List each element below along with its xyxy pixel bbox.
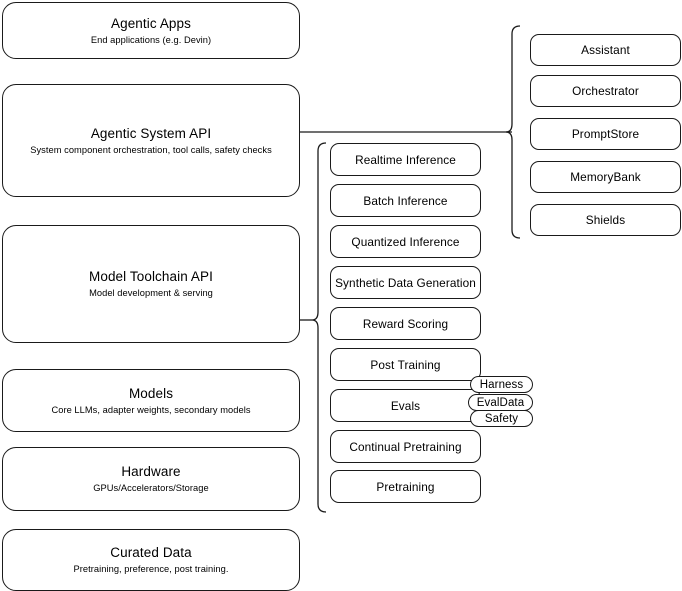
- system-item-promptstore[interactable]: PromptStore: [530, 118, 681, 150]
- layer-subtitle: Core LLMs, adapter weights, secondary mo…: [51, 404, 251, 415]
- toolchain-item-batch-inference[interactable]: Batch Inference: [330, 184, 481, 217]
- eval-pill-harness[interactable]: Harness: [470, 376, 533, 393]
- toolchain-item-reward-scoring[interactable]: Reward Scoring: [330, 307, 481, 340]
- eval-pill-label: Harness: [479, 378, 524, 391]
- item-label: Orchestrator: [572, 84, 639, 98]
- toolchain-item-realtime-inference[interactable]: Realtime Inference: [330, 143, 481, 176]
- item-label: Pretraining: [376, 479, 435, 494]
- system-item-shields[interactable]: Shields: [530, 204, 681, 236]
- item-label: Continual Pretraining: [349, 439, 462, 454]
- item-label: Quantized Inference: [351, 234, 460, 249]
- layer-title: Agentic Apps: [110, 15, 191, 31]
- item-label: MemoryBank: [570, 170, 641, 184]
- item-label: Assistant: [581, 43, 630, 57]
- layer-title: Hardware: [121, 464, 181, 479]
- eval-pill-label: Safety: [484, 412, 519, 425]
- system-item-orchestrator[interactable]: Orchestrator: [530, 75, 681, 107]
- layer-title: Curated Data: [110, 545, 192, 560]
- layer-subtitle: System component orchestration, tool cal…: [30, 144, 272, 155]
- item-label: Post Training: [370, 357, 441, 372]
- layer-box-model-toolchain-api[interactable]: Model Toolchain API Model development & s…: [2, 225, 300, 343]
- item-label: PromptStore: [571, 127, 640, 141]
- system-brace-icon: [505, 25, 521, 239]
- toolchain-item-evals[interactable]: Evals: [330, 389, 481, 422]
- eval-pill-label: EvalData: [476, 396, 525, 409]
- layer-subtitle: GPUs/Accelerators/Storage: [93, 483, 209, 493]
- toolchain-item-synthetic-data-generation[interactable]: Synthetic Data Generation: [330, 266, 481, 299]
- item-label: Evals: [390, 398, 421, 413]
- layer-title: Models: [128, 385, 174, 401]
- item-label: Synthetic Data Generation: [335, 275, 476, 290]
- item-label: Shields: [585, 213, 626, 227]
- toolchain-item-pretraining[interactable]: Pretraining: [330, 470, 481, 503]
- toolchain-brace-icon: [311, 142, 327, 513]
- item-label: Realtime Inference: [355, 152, 456, 167]
- system-item-memorybank[interactable]: MemoryBank: [530, 161, 681, 193]
- layer-subtitle: End applications (e.g. Devin): [90, 34, 212, 45]
- eval-pill-evaldata[interactable]: EvalData: [468, 394, 533, 411]
- system-item-assistant[interactable]: Assistant: [530, 34, 681, 66]
- layer-subtitle: Pretraining, preference, post training.: [73, 564, 229, 574]
- toolchain-item-post-training[interactable]: Post Training: [330, 348, 481, 381]
- item-label: Batch Inference: [363, 193, 448, 208]
- layer-title: Agentic System API: [90, 125, 212, 141]
- toolchain-item-quantized-inference[interactable]: Quantized Inference: [330, 225, 481, 258]
- layer-subtitle: Model development & serving: [89, 288, 213, 298]
- layer-title: Model Toolchain API: [89, 269, 213, 284]
- toolchain-item-continual-pretraining[interactable]: Continual Pretraining: [330, 430, 481, 463]
- item-label: Reward Scoring: [362, 316, 449, 331]
- eval-pill-safety[interactable]: Safety: [470, 410, 533, 427]
- layer-box-agentic-system-api[interactable]: Agentic System API System component orche…: [2, 84, 300, 197]
